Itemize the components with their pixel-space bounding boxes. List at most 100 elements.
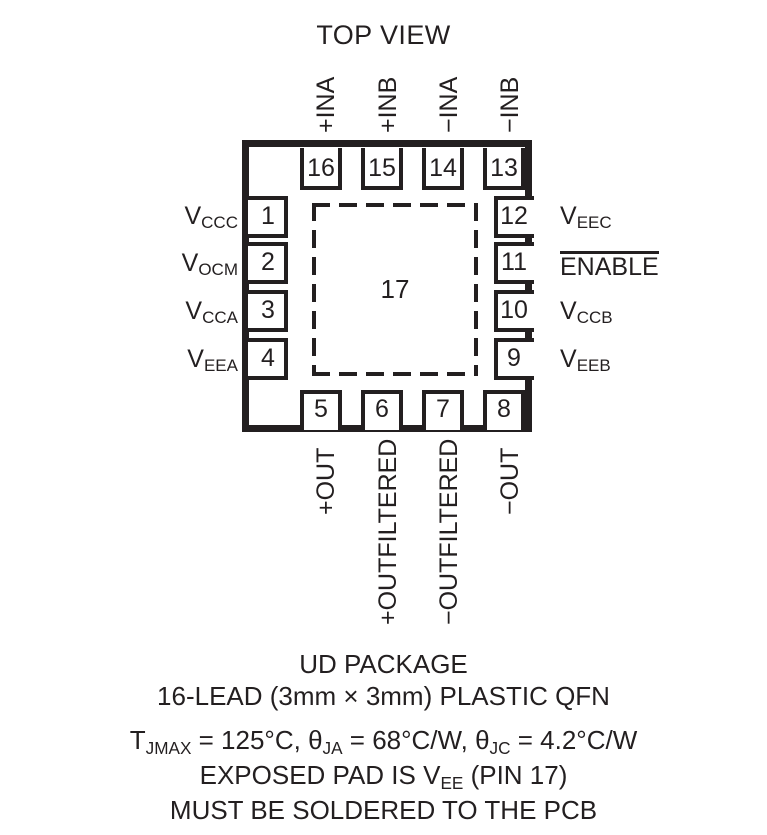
pin-label-subscript: CCB [576, 308, 613, 328]
theta-ja-subscript: JA [322, 737, 343, 758]
pad-segment [521, 148, 525, 190]
pin-pad-15: 15 [361, 148, 403, 190]
pin-pad-14: 14 [422, 148, 464, 190]
pad-segment [284, 242, 288, 284]
pad-segment [338, 148, 342, 190]
caption-solder-note: MUST BE SOLDERED TO THE PCB [169, 795, 598, 825]
pad-segment [248, 376, 288, 380]
pin-label-text: V [187, 345, 204, 373]
pad-segment [494, 290, 534, 294]
pad-segment [494, 196, 534, 200]
pin-number-10: 10 [500, 295, 528, 324]
pad-segment [399, 148, 403, 190]
package-caption: UD PACKAGE 16-LEAD (3mm × 3mm) PLASTIC Q… [0, 648, 767, 826]
pin-number-16: 16 [307, 153, 335, 182]
theta-jc-symbol: θ [475, 725, 490, 755]
exposed-pad-edge-right [474, 203, 478, 376]
pad-segment [494, 280, 534, 284]
pad-segment [422, 148, 426, 190]
pad-segment [422, 186, 464, 190]
pin-label-text: V [560, 297, 577, 325]
pin-label-subscript: CCA [202, 308, 238, 328]
pin-number-7: 7 [436, 394, 450, 423]
pad-segment [494, 242, 534, 246]
pin-number-15: 15 [368, 153, 396, 182]
pin-number-2: 2 [261, 247, 275, 276]
pad-segment [300, 390, 304, 430]
pad-segment [460, 148, 464, 190]
pin-pad-6: 6 [361, 390, 403, 430]
exposed-pad-17: 17 [312, 203, 478, 376]
pad-segment [399, 390, 403, 430]
pad-segment [248, 338, 288, 342]
pad-segment [494, 242, 498, 284]
exposed-pad-edge-bottom [312, 372, 478, 376]
pin-label-bottom-5: +OUT [312, 447, 340, 515]
pin-label-10-vccb: VCCB [560, 297, 613, 328]
caption-thermal: TJMAX = 125°C, θJA = 68°C/W, θJC = 4.2°C… [0, 724, 767, 759]
pin-number-9: 9 [507, 343, 521, 372]
pin-number-11: 11 [501, 247, 527, 276]
pin-number-5: 5 [314, 394, 328, 423]
pin-pad-11: 11 [494, 242, 534, 284]
pin-label-subscript: OCM [198, 260, 238, 280]
pin-label-9-veeb: VEEB [560, 345, 611, 376]
pad-segment [361, 186, 403, 190]
caption-package-desc: 16-LEAD (3mm × 3mm) PLASTIC QFN [157, 681, 610, 711]
pin-number-3: 3 [261, 295, 275, 324]
pad-segment [300, 186, 342, 190]
pad-segment [248, 234, 288, 238]
pad-segment [248, 196, 288, 200]
pin-label-subscript: CCC [201, 213, 238, 233]
pad-segment [300, 148, 304, 190]
pad-segment [494, 234, 534, 238]
theta-jc-value: = 4.2°C/W [510, 725, 638, 755]
pad-segment [361, 148, 365, 190]
pad-segment [338, 390, 342, 430]
pin-label-text: V [185, 297, 203, 325]
pin-pad-12: 12 [494, 196, 534, 238]
pin-label-12-veec: VEEC [560, 204, 612, 233]
tjmax-subscript: JMAX [145, 737, 192, 758]
pin-number-8: 8 [497, 394, 511, 423]
pin-number-13: 13 [490, 153, 518, 182]
pin-pad-7: 7 [422, 390, 464, 430]
pad-segment [284, 338, 288, 380]
pin-label-subscript: EEC [576, 213, 612, 233]
caption-package-name: UD PACKAGE [299, 649, 468, 679]
pad-segment [494, 338, 498, 380]
pin-label-text: V [560, 345, 577, 373]
pin-pad-4: 4 [248, 338, 288, 380]
exposed-pad-text-post: (PIN 17) [463, 760, 568, 790]
theta-jc-subscript: JC [489, 737, 511, 758]
exposed-pad-number: 17 [380, 273, 410, 304]
theta-ja-value: = 68°C/W, [342, 725, 476, 755]
pin-label-top-16: +INA [312, 76, 340, 133]
pad-segment [460, 390, 464, 430]
pad-segment [483, 148, 487, 190]
page-title: TOP VIEW [316, 20, 451, 50]
pad-segment [494, 290, 498, 332]
pin-label-subscript: EEB [576, 356, 611, 376]
pad-segment [494, 376, 534, 380]
pin-label-text: V [181, 249, 199, 277]
pad-segment [422, 390, 464, 394]
pad-segment [483, 390, 487, 430]
caption-spacer [0, 712, 767, 724]
pad-segment [248, 290, 288, 294]
pad-segment [483, 390, 525, 394]
pad-segment [248, 328, 288, 332]
pin-label-text: V [184, 202, 202, 230]
pin-label-bottom-6: +OUTFILTERED [374, 438, 402, 625]
pin-pad-9: 9 [494, 338, 534, 380]
pad-segment [521, 390, 525, 430]
pad-segment [361, 390, 365, 430]
pad-segment [300, 390, 342, 394]
tjmax-symbol: T [129, 725, 146, 755]
pad-segment [361, 390, 403, 394]
pin-label-subscript: EEA [203, 356, 238, 376]
pin-number-4: 4 [261, 343, 275, 372]
exposed-pad-edge-top [312, 203, 478, 207]
pin-pad-8: 8 [483, 390, 525, 430]
pin-pad-10: 10 [494, 290, 534, 332]
